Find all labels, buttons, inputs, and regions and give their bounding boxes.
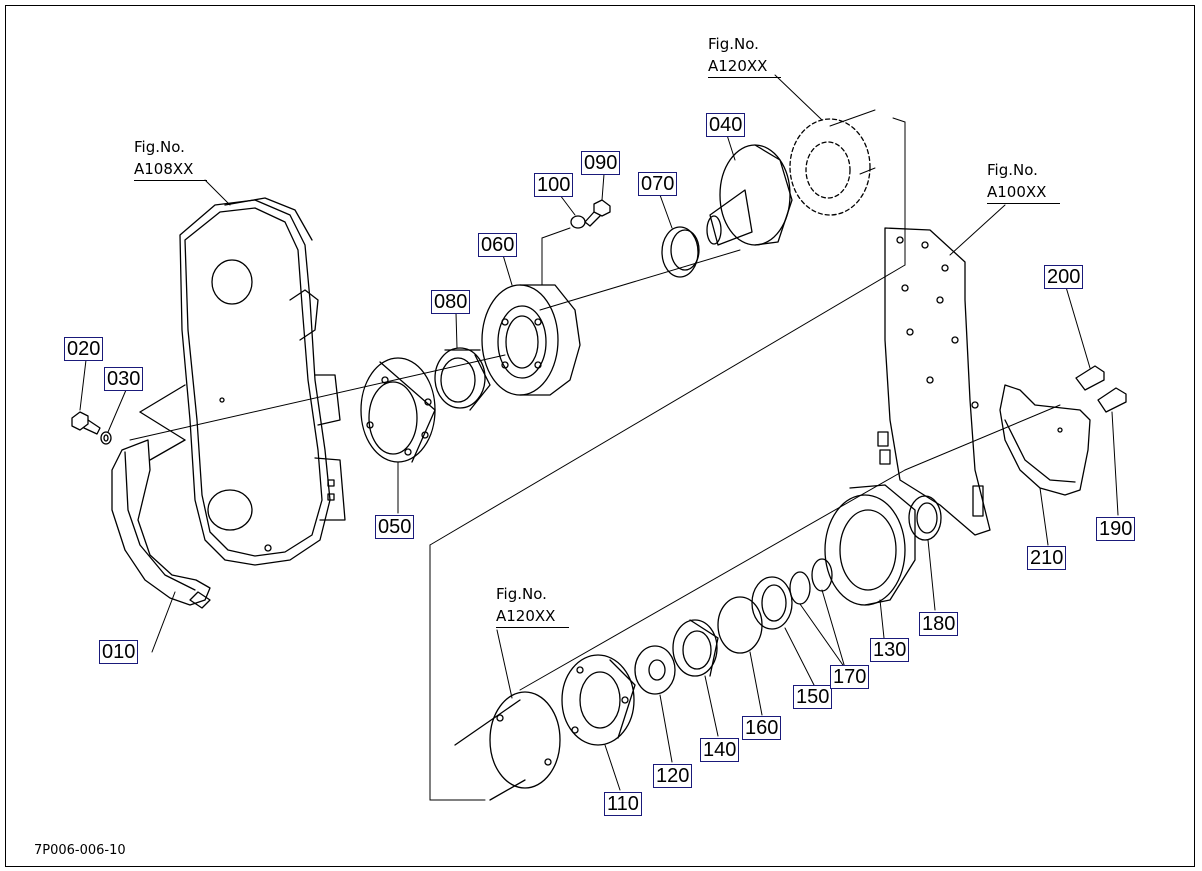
part-label-090[interactable]: 090 [581, 151, 621, 175]
part-label-210[interactable]: 210 [1027, 546, 1067, 570]
bolt-190 [1097, 387, 1127, 413]
fig-ref-title: Fig.No. [496, 585, 547, 603]
part-label-180[interactable]: 180 [919, 612, 959, 636]
bearing-140 [672, 619, 719, 677]
part-label-150[interactable]: 150 [793, 685, 833, 709]
fig-ref-title: Fig.No. [708, 35, 759, 53]
circlips-170 [789, 558, 833, 605]
part-label-200[interactable]: 200 [1044, 265, 1084, 289]
circlip-160 [717, 596, 763, 654]
fig-ref-number: A108XX [134, 158, 208, 181]
fig-ref-number: A120XX [496, 605, 570, 628]
part-label-140[interactable]: 140 [700, 738, 740, 762]
part-label-100[interactable]: 100 [534, 173, 574, 197]
housing-060 [481, 284, 581, 396]
fig-ref-title: Fig.No. [987, 161, 1038, 179]
flange-shaft-040 [706, 144, 793, 246]
cover-010 [111, 384, 211, 609]
shaft-bottom-ref [454, 691, 561, 801]
bolt-090 [584, 199, 611, 227]
frame-plate [877, 227, 991, 536]
plate-050 [360, 357, 436, 463]
assembly-axis-lines [129, 109, 1061, 801]
bolt-200 [1075, 365, 1105, 391]
leader-lines [79, 74, 1119, 791]
fig-ref-top-flange: Fig.No. A120XX [708, 33, 782, 78]
fig-ref-number: A120XX [708, 55, 782, 78]
bearing-150 [751, 576, 793, 630]
bearing-080 [434, 347, 491, 411]
fig-ref-title: Fig.No. [134, 138, 185, 156]
washer-030 [100, 431, 112, 445]
part-label-050[interactable]: 050 [375, 515, 415, 539]
part-label-060[interactable]: 060 [478, 233, 518, 257]
seal-180 [908, 495, 942, 541]
chain-case [179, 197, 346, 566]
fig-ref-chain-case: Fig.No. A108XX [134, 136, 208, 181]
part-label-040[interactable]: 040 [706, 113, 746, 137]
fig-ref-bottom-shaft: Fig.No. A120XX [496, 583, 570, 628]
fig-ref-number: A100XX [987, 181, 1061, 204]
drawing-frame [5, 5, 1195, 867]
part-label-160[interactable]: 160 [742, 716, 782, 740]
part-label-170[interactable]: 170 [830, 665, 870, 689]
part-label-110[interactable]: 110 [604, 792, 642, 816]
fig-ref-frame: Fig.No. A100XX [987, 159, 1061, 204]
shim-120 [634, 645, 676, 695]
drawing-code: 7P006-006-10 [34, 843, 126, 858]
part-label-120[interactable]: 120 [653, 764, 693, 788]
part-label-030[interactable]: 030 [104, 367, 144, 391]
housing-130 [824, 484, 916, 606]
guard-210 [999, 384, 1091, 496]
flange-top-ref [789, 118, 871, 216]
seal-070 [661, 226, 700, 278]
part-label-020[interactable]: 020 [64, 337, 104, 361]
flange-110 [561, 654, 636, 746]
bolt-020 [71, 411, 101, 435]
part-label-080[interactable]: 080 [431, 290, 471, 314]
part-label-190[interactable]: 190 [1096, 517, 1136, 541]
part-label-130[interactable]: 130 [870, 638, 910, 662]
part-label-010[interactable]: 010 [99, 640, 139, 664]
washer-100 [570, 215, 586, 229]
part-label-070[interactable]: 070 [638, 172, 678, 196]
